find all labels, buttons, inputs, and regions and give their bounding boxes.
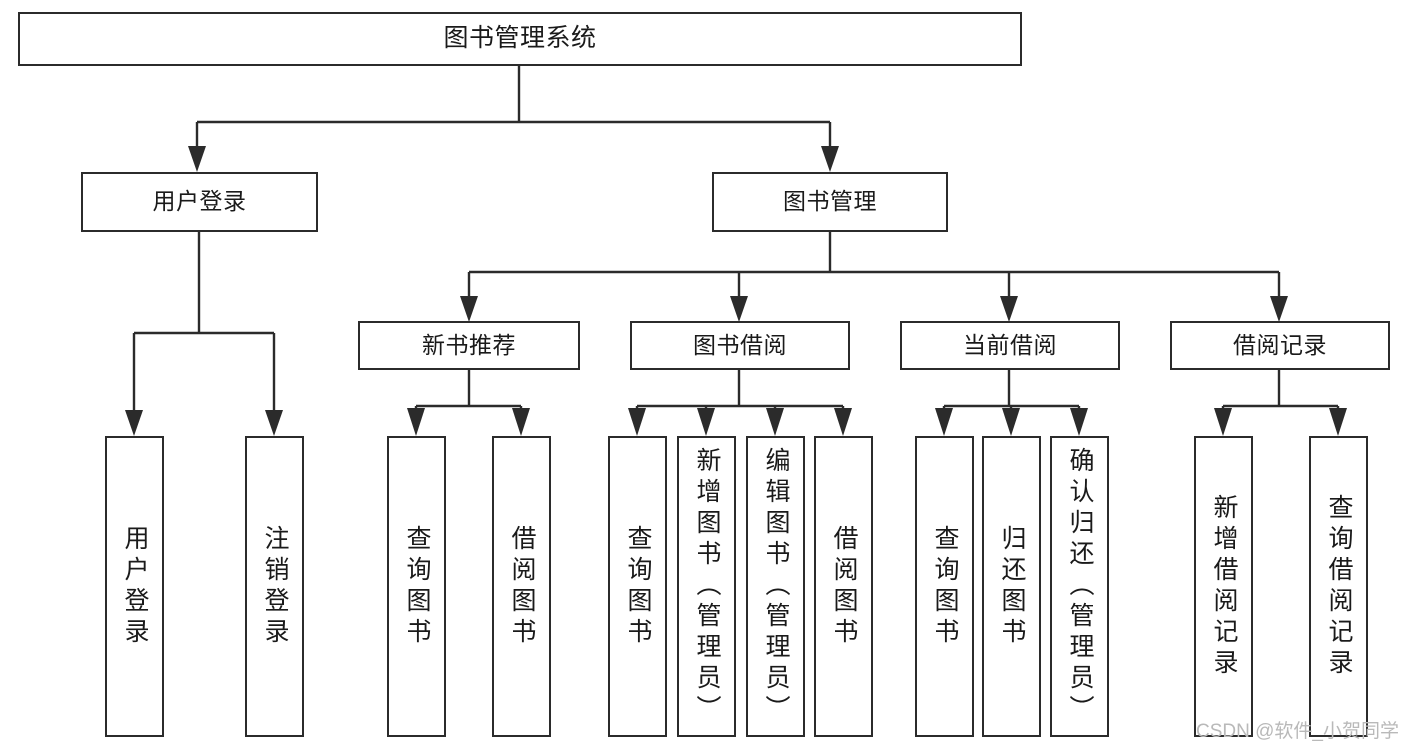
- node-user-login-label: 用户登录: [152, 188, 247, 215]
- node-leaf-query-book-1[interactable]: 查询图书: [387, 436, 446, 737]
- node-leaf-user-login[interactable]: 用户登录: [105, 436, 164, 737]
- arrowhead-leaf-add-book: [697, 408, 715, 436]
- arrowhead-leaf-borrow-book-2: [834, 408, 852, 436]
- node-leaf-confirm-return-admin-label: 确认归还（管理员）: [1066, 447, 1094, 726]
- node-user-login[interactable]: 用户登录: [81, 172, 318, 232]
- node-leaf-logout[interactable]: 注销登录: [245, 436, 304, 737]
- node-leaf-edit-book-admin[interactable]: 编辑图书（管理员）: [746, 436, 805, 737]
- node-leaf-add-book-admin-label: 新增图书（管理员）: [693, 447, 721, 726]
- node-book-borrow-label: 图书借阅: [693, 331, 787, 358]
- node-book-manage[interactable]: 图书管理: [712, 172, 948, 232]
- node-root-system-label: 图书管理系统: [443, 24, 597, 53]
- node-leaf-query-book-2-label: 查询图书: [624, 524, 652, 649]
- arrowhead-leaf-query-book-3: [935, 408, 953, 436]
- arrowhead-borrow-record: [1270, 296, 1288, 322]
- node-leaf-logout-label: 注销登录: [261, 524, 289, 649]
- node-leaf-query-borrow-record[interactable]: 查询借阅记录: [1309, 436, 1368, 737]
- node-new-book-recommend[interactable]: 新书推荐: [358, 321, 580, 370]
- node-book-borrow[interactable]: 图书借阅: [630, 321, 850, 370]
- node-leaf-return-book[interactable]: 归还图书: [982, 436, 1041, 737]
- node-new-book-recommend-label: 新书推荐: [422, 331, 516, 358]
- node-leaf-borrow-book-2[interactable]: 借阅图书: [814, 436, 873, 737]
- arrowhead-leaf-logout: [265, 410, 283, 436]
- node-leaf-query-book-3[interactable]: 查询图书: [915, 436, 974, 737]
- node-leaf-query-book-1-label: 查询图书: [403, 524, 431, 649]
- arrowhead-leaf-confirm-return: [1070, 408, 1088, 436]
- arrowhead-leaf-edit-book: [766, 408, 784, 436]
- node-leaf-edit-book-admin-label: 编辑图书（管理员）: [762, 447, 790, 726]
- node-borrow-record[interactable]: 借阅记录: [1170, 321, 1390, 370]
- node-leaf-add-borrow-record-label: 新增借阅记录: [1210, 493, 1238, 680]
- arrowhead-leaf-borrow-book-1: [512, 408, 530, 436]
- arrowhead-user-login: [188, 146, 206, 172]
- node-leaf-borrow-book-2-label: 借阅图书: [830, 524, 858, 649]
- node-leaf-return-book-label: 归还图书: [998, 524, 1026, 649]
- node-current-borrow-label: 当前借阅: [963, 331, 1057, 358]
- node-leaf-add-book-admin[interactable]: 新增图书（管理员）: [677, 436, 736, 737]
- arrowhead-leaf-query-book-2: [628, 408, 646, 436]
- csdn-watermark: CSDN @软件_小贺同学: [1196, 721, 1399, 742]
- arrowhead-leaf-return-book: [1002, 408, 1020, 436]
- node-leaf-borrow-book-1[interactable]: 借阅图书: [492, 436, 551, 737]
- node-leaf-add-borrow-record[interactable]: 新增借阅记录: [1194, 436, 1253, 737]
- node-root-system[interactable]: 图书管理系统: [18, 12, 1022, 66]
- arrowhead-book-borrow: [730, 296, 748, 322]
- node-borrow-record-label: 借阅记录: [1233, 331, 1327, 358]
- arrowhead-current-borrow: [1000, 296, 1018, 322]
- node-leaf-query-borrow-record-label: 查询借阅记录: [1325, 493, 1353, 680]
- node-book-manage-label: 图书管理: [783, 188, 877, 215]
- arrowhead-book-manage: [821, 146, 839, 172]
- arrowhead-leaf-add-record: [1214, 408, 1232, 436]
- arrowhead-leaf-query-record: [1329, 408, 1347, 436]
- arrowhead-leaf-user-login: [125, 410, 143, 436]
- node-leaf-borrow-book-1-label: 借阅图书: [508, 524, 536, 649]
- arrowhead-leaf-query-book-1: [407, 408, 425, 436]
- node-leaf-query-book-2[interactable]: 查询图书: [608, 436, 667, 737]
- node-leaf-user-login-label: 用户登录: [121, 524, 149, 649]
- node-leaf-query-book-3-label: 查询图书: [931, 524, 959, 649]
- node-leaf-confirm-return-admin[interactable]: 确认归还（管理员）: [1050, 436, 1109, 737]
- node-current-borrow[interactable]: 当前借阅: [900, 321, 1120, 370]
- arrowhead-new-book-rec: [460, 296, 478, 322]
